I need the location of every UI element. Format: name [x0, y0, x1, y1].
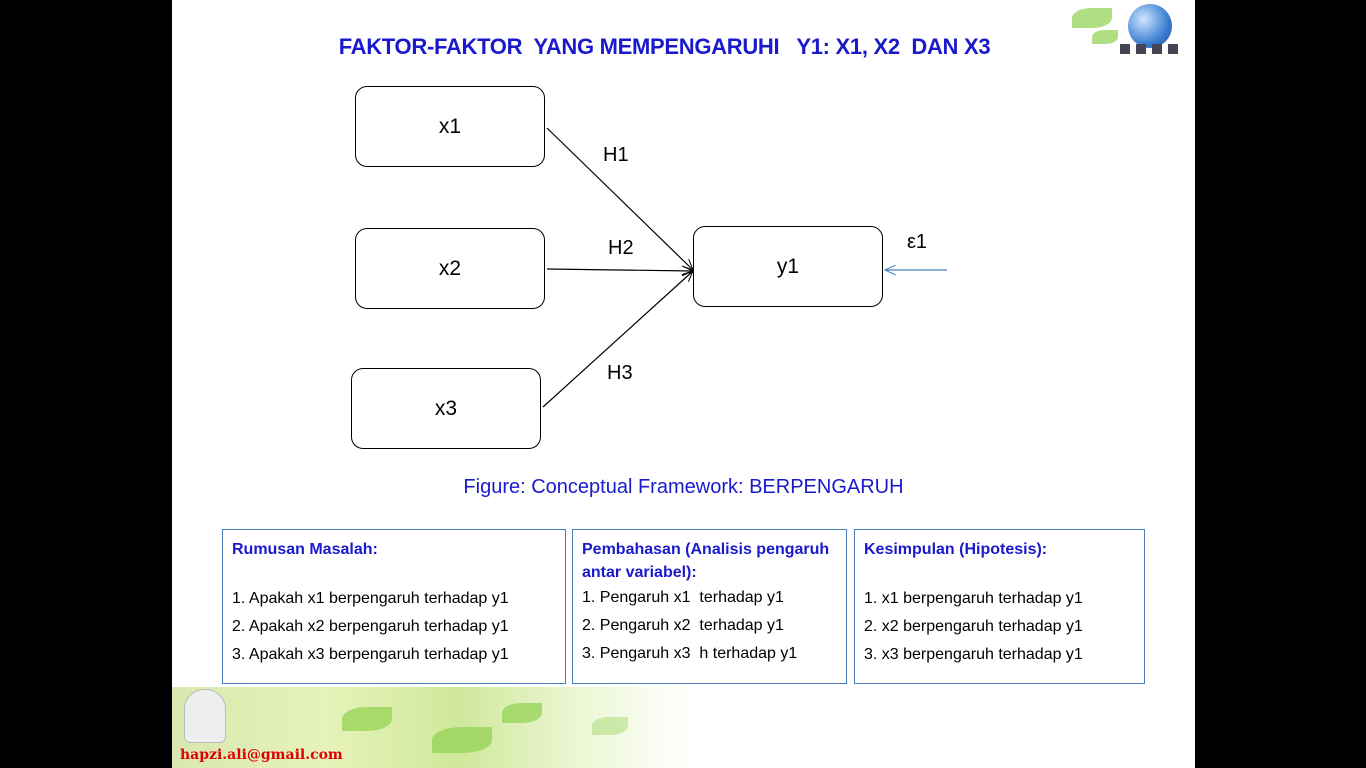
author-portrait [184, 689, 226, 743]
list-item: 1. x1 berpengaruh terhadap y1 [864, 590, 1083, 607]
panel-heading: Kesimpulan (Hipotesis): [864, 541, 1048, 558]
panel-kesimpulan: Kesimpulan (Hipotesis): 1. x1 berpengaru… [854, 529, 1145, 684]
list-item: 1. Apakah x1 berpengaruh terhadap y1 [232, 590, 509, 607]
globe-network-logo [1062, 0, 1195, 65]
panel-rumusan-masalah: Rumusan Masalah: 1. Apakah x1 berpengaru… [222, 529, 566, 684]
author-email: hapzi.ali@gmail.com [180, 747, 343, 763]
list-item: 2. x2 berpengaruh terhadap y1 [864, 618, 1083, 635]
list-item: 3. Apakah x3 berpengaruh terhadap y1 [232, 646, 509, 663]
list-item: 2. Apakah x2 berpengaruh terhadap y1 [232, 618, 509, 635]
panel-pembahasan: Pembahasan (Analisis pengaruh antar vari… [572, 529, 847, 684]
arrow-h2 [546, 269, 693, 271]
panel-heading: Pembahasan (Analisis pengaruh antar vari… [582, 541, 830, 581]
list-item: 1. Pengaruh x1 terhadap y1 [582, 589, 784, 606]
label-error: ε1 [907, 231, 928, 253]
list-item: 3. x3 berpengaruh terhadap y1 [864, 646, 1083, 663]
node-y1: y1 [693, 226, 883, 307]
slide: FAKTOR-FAKTOR YANG MEMPENGARUHI Y1: X1, … [172, 0, 1195, 768]
path-arrows [542, 127, 947, 408]
label-h1: H1 [603, 144, 629, 166]
node-x1: x1 [355, 86, 545, 167]
list-item: 2. Pengaruh x2 terhadap y1 [582, 617, 784, 634]
slide-title: FAKTOR-FAKTOR YANG MEMPENGARUHI Y1: X1, … [338, 34, 991, 59]
arrow-h1 [546, 127, 693, 270]
node-x3: x3 [351, 368, 541, 449]
footer-banner: hapzi.ali@gmail.com [172, 687, 692, 768]
label-h3: H3 [607, 362, 633, 384]
label-h2: H2 [608, 237, 634, 259]
list-item: 3. Pengaruh x3 h terhadap y1 [582, 645, 798, 662]
figure-caption: Figure: Conceptual Framework: BERPENGARU… [463, 476, 904, 498]
arrow-h3 [542, 271, 693, 408]
panel-heading: Rumusan Masalah: [232, 541, 378, 558]
node-x2: x2 [355, 228, 545, 309]
